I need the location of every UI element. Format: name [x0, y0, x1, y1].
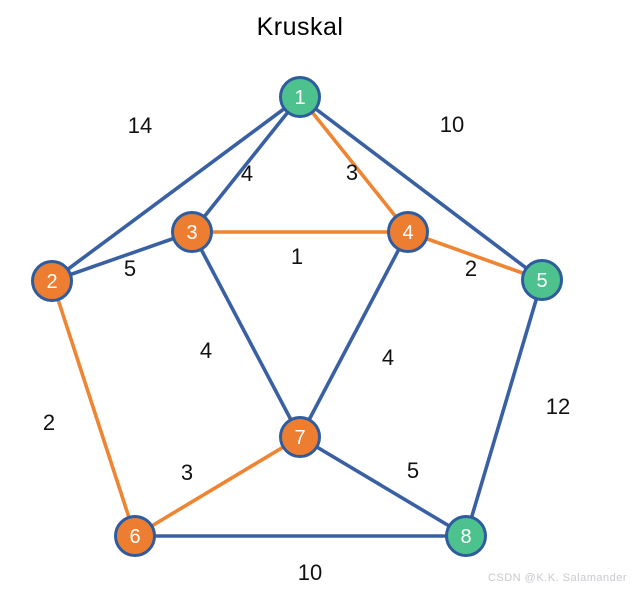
graph-node-4 [387, 211, 429, 253]
edge-weight-3-7: 4 [200, 338, 212, 363]
edge-4-7 [298, 230, 410, 439]
edge-weight-6-7: 3 [181, 460, 193, 485]
edge-weight-2-6: 2 [43, 410, 55, 435]
edge-1-5 [298, 95, 544, 282]
edge-2-3 [50, 230, 194, 283]
edge-5-8 [464, 278, 544, 538]
edge-weight-5-8: 12 [546, 394, 570, 419]
node-label-4: 4 [402, 222, 413, 244]
edge-weight-4-7: 4 [382, 345, 394, 370]
edge-6-7 [133, 435, 302, 538]
graph-node-3 [171, 211, 213, 253]
edge-1-3 [190, 95, 302, 234]
watermark-text: CSDN @K.K. Salamander [487, 572, 627, 584]
edge-1-2 [50, 95, 302, 283]
edge-weight-1-5: 10 [440, 112, 464, 137]
edge-weight-6-8: 10 [298, 560, 322, 585]
graph-node-5 [521, 259, 563, 301]
node-label-3: 3 [186, 222, 197, 244]
node-label-7: 7 [294, 427, 305, 449]
edge-7-8 [298, 435, 468, 538]
node-label-6: 6 [129, 526, 140, 548]
edge-weight-3-4: 1 [291, 244, 303, 269]
graph-node-6 [114, 515, 156, 557]
edge-2-6 [50, 279, 137, 538]
edge-weight-1-3: 4 [241, 161, 253, 186]
edge-3-7 [190, 230, 302, 439]
graph-node-8 [445, 515, 487, 557]
graph-node-1 [279, 76, 321, 118]
graph-node-2 [31, 260, 73, 302]
edge-4-5 [406, 230, 544, 282]
edge-1-4 [298, 95, 410, 234]
edge-weight-1-4: 3 [346, 160, 358, 185]
edge-weight-4-5: 2 [465, 256, 477, 281]
graph-node-7 [279, 416, 321, 458]
edge-weight-7-8: 5 [407, 458, 419, 483]
node-label-8: 8 [460, 526, 471, 548]
edge-weight-2-3: 5 [124, 256, 136, 281]
node-label-1: 1 [294, 87, 305, 109]
node-label-2: 2 [46, 271, 57, 293]
edge-weight-1-2: 14 [128, 113, 152, 138]
diagram-title: Kruskal [256, 13, 344, 41]
node-label-5: 5 [536, 270, 547, 292]
